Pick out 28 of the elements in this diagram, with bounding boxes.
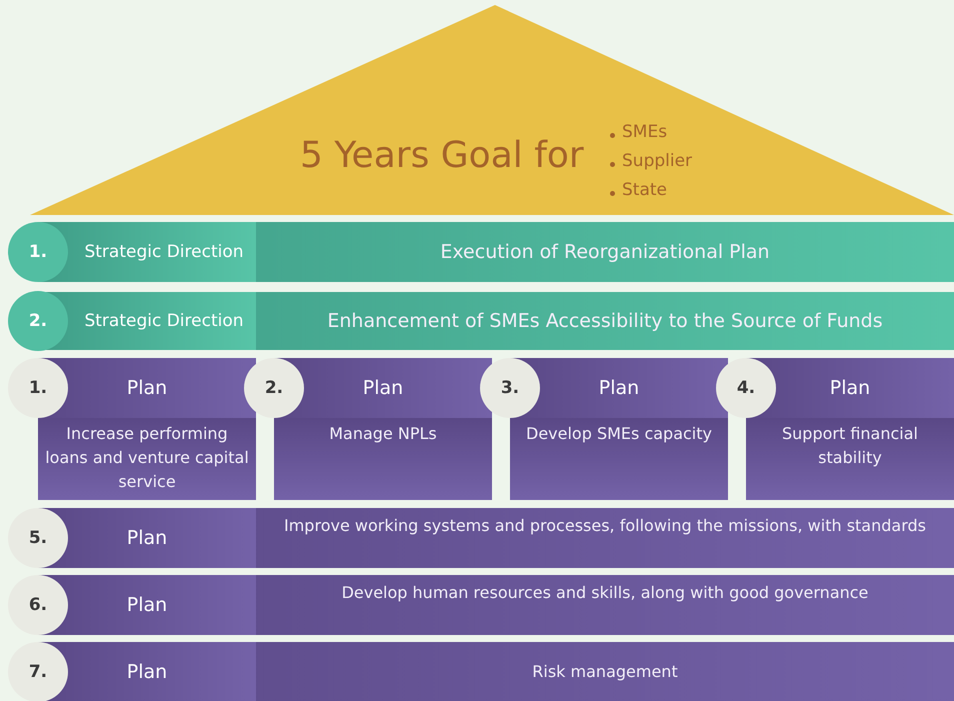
- plan-band: [8, 642, 954, 701]
- card-text: Manage NPLs: [328, 423, 438, 445]
- plan-card: [480, 358, 728, 500]
- bullet-item: Supplier: [622, 151, 692, 171]
- band-text: Improve working systems and processes, following the missions, with standards: [283, 515, 927, 537]
- plan-card: [8, 358, 256, 500]
- band-text: Risk management: [531, 661, 679, 683]
- band-text: Develop human resources and skills, along with good governance: [340, 582, 870, 604]
- number-badge: 5.: [8, 508, 68, 568]
- card-text: Support financial stability: [781, 423, 919, 469]
- number-badge: 1.: [8, 222, 68, 282]
- number-badge: 1.: [8, 358, 68, 418]
- plan-card: [716, 358, 954, 500]
- band-text: Enhancement of SMEs Accessibility to the Source of Funds: [326, 309, 884, 334]
- bullet-item: SMEs: [622, 122, 668, 142]
- roof-shape: [30, 5, 954, 215]
- plan-band: [8, 292, 954, 350]
- card-text: Develop SMEs capacity: [525, 423, 713, 445]
- number-badge: 7.: [8, 642, 68, 701]
- goal-title: 5 Years Goal for: [300, 135, 584, 176]
- band-text: Execution of Reorganizational Plan: [439, 240, 771, 265]
- plan-band: [8, 508, 954, 568]
- bullet-item: State: [622, 180, 667, 200]
- number-badge: 2.: [8, 291, 68, 351]
- plan-band: [8, 575, 954, 635]
- card-text: Increase performing loans and venture capital service: [44, 423, 250, 493]
- number-badge: 6.: [8, 575, 68, 635]
- plan-band: [8, 222, 954, 282]
